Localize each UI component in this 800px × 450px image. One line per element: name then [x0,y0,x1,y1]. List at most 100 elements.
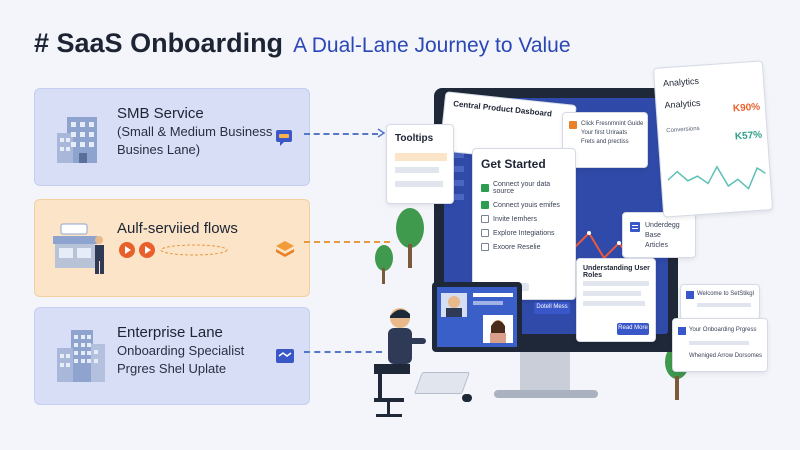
guide-note-card[interactable]: Click Fresnmnint Guide Your first Uriraa… [562,112,648,168]
document-icon [630,222,640,232]
analytics-row1-label: Analytics [664,97,701,111]
text-line [473,301,503,305]
lane-enterprise[interactable]: Enterprise Lane Onboarding Specialist Pr… [34,307,310,405]
checklist-label: Exoore Reselie [493,243,541,251]
tooltips-card[interactable]: Tooltips [386,124,454,204]
checklist-item[interactable]: Exoore Reselie [481,243,573,251]
person-working-icon [374,308,426,417]
office-building-icon [57,117,97,163]
welcome-email-text: Welcome to SetStikgl [697,291,754,297]
welcome-email-card[interactable]: Welcome to SetStikgl [680,284,760,320]
storefront-worker-icon [53,223,104,274]
kb-line2: Articles [645,242,668,249]
get-started-title: Get Started [481,157,546,171]
media-controls [119,242,155,258]
layers-stack-icon [276,241,294,257]
checklist-label: Connect your data source [492,181,551,195]
text-line [583,301,645,306]
analytics-row1-value: K90% [732,101,761,115]
lane-self-service-heading: Aulf-serviied flows [117,220,238,237]
tooltip-bar [395,181,443,187]
checklist-item[interactable]: Connect your data source [481,181,573,195]
checkbox-checked[interactable] [481,201,489,209]
monitor-stand [520,352,570,392]
chat-support-icon [276,130,292,146]
video-participant [483,315,513,343]
lane-enterprise-heading: Enterprise Lane [117,324,223,341]
user-roles-card[interactable]: Understanding User Roles Read More [576,258,656,342]
tree-icon [375,245,393,284]
get-started-action-button[interactable]: Dotell Mess [534,302,570,314]
handshake-icon [276,349,294,363]
analytics-title: Analytics [662,75,700,89]
checklist-label: Explore Integiations [493,229,555,237]
lane-enterprise-text: Enterprise Lane Onboarding Specialist Pr… [117,324,244,378]
lane-smb-heading: SMB Service [117,105,204,122]
video-call-window [437,287,517,347]
progress-email-title: Your Onboarding Prgress [689,327,757,333]
text-line [697,303,751,307]
checklist-item[interactable]: Invite Iemhers [481,215,573,223]
analytics-row2-label: Conversions [666,125,700,135]
video-participant [441,293,467,317]
guide-note-icon [569,121,577,129]
analytics-row2-value: K57% [734,129,763,143]
mail-icon [678,327,686,335]
play-icon[interactable] [139,242,155,258]
connector-enterprise [304,351,382,353]
laptop-screen [432,282,522,352]
monitor-base [494,390,598,398]
checkbox[interactable] [481,243,489,251]
lane-self-service[interactable]: Aulf-serviied flows [34,199,310,297]
checklist-label: Invite Iemhers [493,215,537,223]
tree-icon [396,208,424,268]
connector-smb [304,133,378,135]
checkbox[interactable] [481,215,489,223]
guide-note-line: Frets and prectiss [581,139,629,145]
lane-smb[interactable]: SMB Service (Small & Medium Business Bus… [34,88,310,186]
checklist: Connect your data source Connect youis e… [481,181,573,257]
page-title: # SaaS Onboarding A Dual-Lane Journey to… [34,28,571,59]
progress-email-sub: Wheniged Arrow Dorsomes [689,353,763,359]
title-subtitle: A Dual-Lane Journey to Value [293,34,571,57]
text-line [689,341,749,345]
kb-text: Underdegg Base Articles [645,221,695,251]
checklist-item[interactable]: Explore Integiations [481,229,573,237]
tooltip-bar [395,153,447,161]
mail-icon [686,291,694,299]
lane-smb-line1: (Small & Medium Business [117,124,273,139]
guide-note-line: Your first Uriraats [581,130,628,136]
title-main: # SaaS Onboarding [34,28,284,58]
user-roles-title: Understanding User Roles [583,265,650,279]
kb-line1: Underdegg Base [645,222,680,239]
text-line [583,281,649,286]
checklist-label: Connect youis emifes [493,201,560,209]
guide-note-line: Click Fresnmnint Guide [581,121,644,127]
lane-enterprise-line2: Prgres Shel Uplate [117,361,227,376]
lane-smb-text: SMB Service (Small & Medium Business Bus… [117,105,272,159]
mouse [462,394,472,402]
read-more-button[interactable]: Read More [617,323,649,335]
connector-self-service [304,241,390,243]
lane-self-service-text: Aulf-serviied flows [117,220,238,238]
skyscraper-icon [57,330,105,382]
text-line [473,293,513,297]
tooltip-bar [395,167,439,173]
checklist-item[interactable]: Connect youis emifes [481,201,573,209]
text-line [583,291,641,296]
dashed-loop-icon [160,244,228,256]
dashboard-title: Central Product Dasboard [452,99,553,119]
checkbox-checked[interactable] [481,184,489,192]
analytics-sparkline [667,165,766,190]
progress-email-card[interactable]: Your Onboarding Prgress Wheniged Arrow D… [672,318,768,372]
checkbox[interactable] [481,229,489,237]
guide-note-text: Click Fresnmnint Guide Your first Uriraa… [581,120,643,147]
analytics-card[interactable]: Analytics Analytics K90% Conversions K57… [652,60,774,218]
knowledge-base-card[interactable]: Underdegg Base Articles [622,212,696,258]
lane-smb-line2: Busines Lane) [117,142,201,157]
lane-enterprise-line1: Onboarding Specialist [117,343,245,358]
tooltips-title: Tooltips [395,133,434,144]
play-icon[interactable] [119,242,135,258]
get-started-card[interactable]: Get Started Connect your data source Con… [472,148,576,300]
arrow-right-icon [377,128,386,138]
